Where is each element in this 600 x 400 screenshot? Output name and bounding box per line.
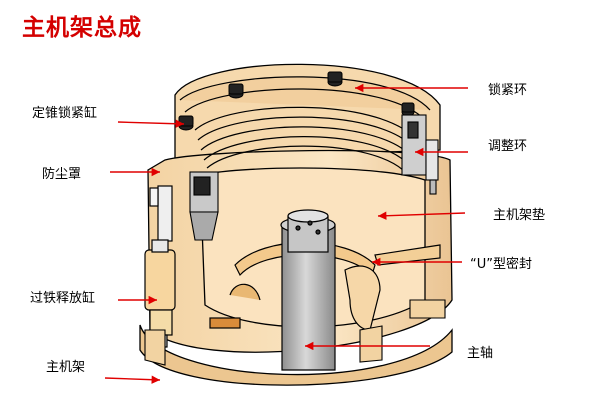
callout-arrows <box>104 83 468 384</box>
page-title: 主机架总成 <box>22 15 142 41</box>
lock-cylinder-block-left <box>189 171 219 241</box>
label-dust-cover: 防尘罩 <box>42 167 82 182</box>
main-shaft <box>280 209 336 371</box>
label-adjust-ring: 调整环 <box>488 139 528 154</box>
label-iron-release-cylinder: 过铁释放缸 <box>30 291 96 306</box>
base-details <box>144 299 446 366</box>
label-main-shaft: 主轴 <box>467 346 494 361</box>
arrow-lock-cylinder <box>117 119 185 128</box>
label-lock-ring: 锁紧环 <box>488 83 528 98</box>
adjust-ring-block <box>401 114 439 195</box>
arrow-frame-pad <box>377 211 466 220</box>
label-lock-cylinder: 定锥锁紧缸 <box>32 106 98 121</box>
label-frame-pad: 主机架垫 <box>493 208 546 223</box>
label-main-frame: 主机架 <box>46 360 86 375</box>
label-u-seal: “U”型密封 <box>470 257 532 272</box>
arrow-main-frame <box>104 375 161 384</box>
